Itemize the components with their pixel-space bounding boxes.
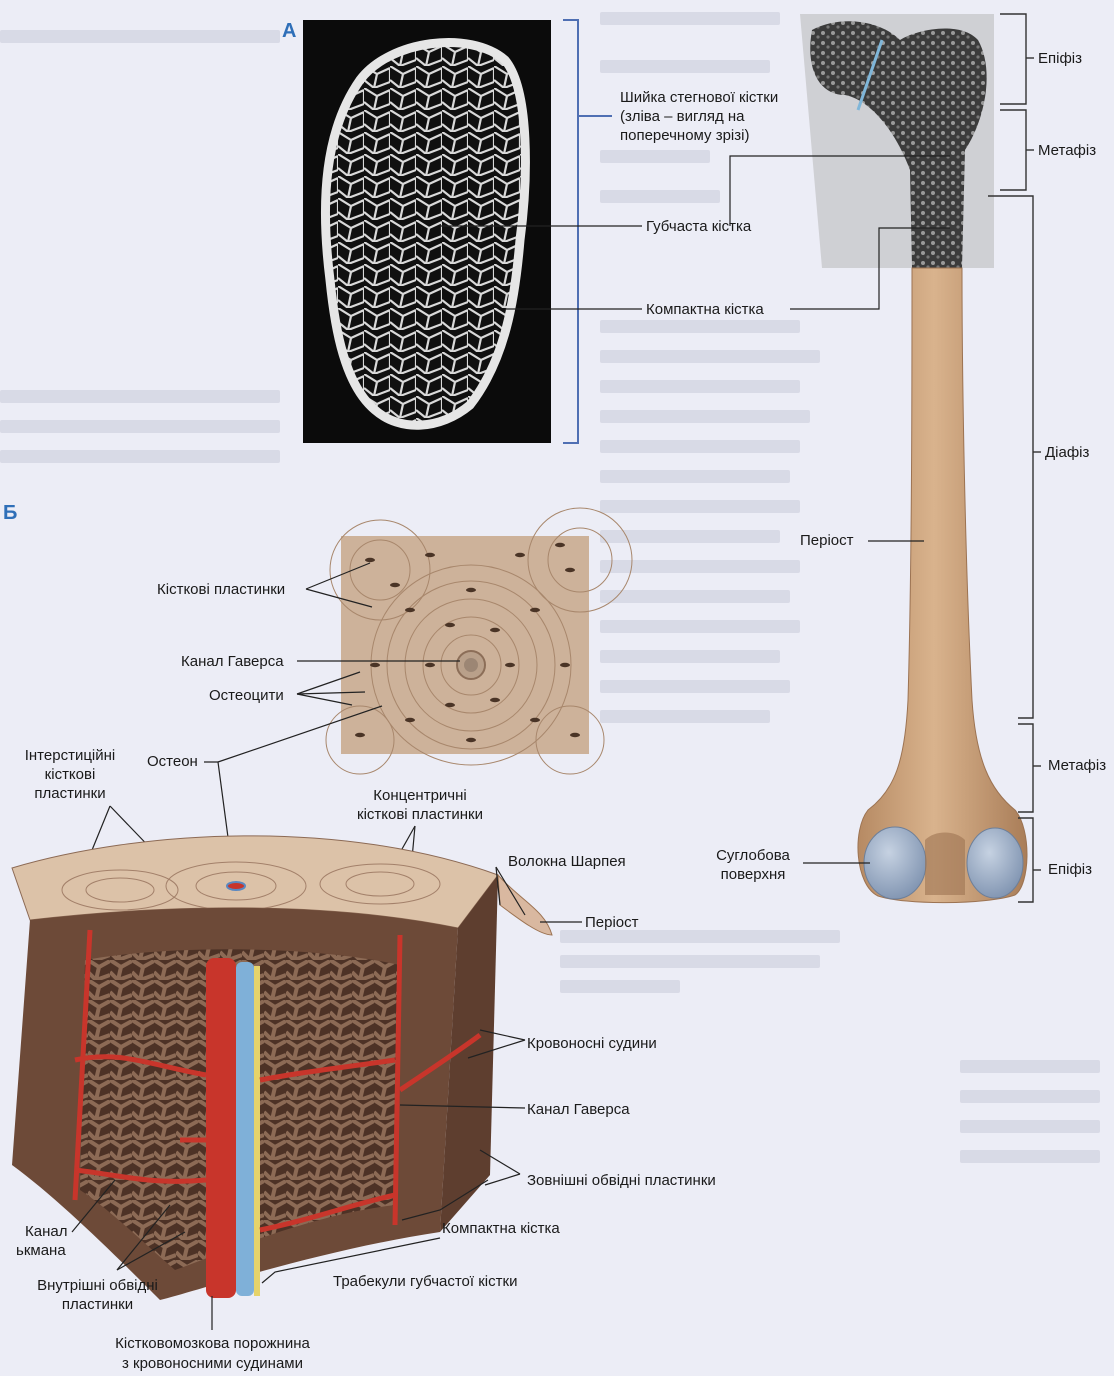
inner-lamellae-line2: пластинки	[20, 1295, 175, 1314]
panel-a-letter: A	[282, 20, 296, 43]
haversian-canal-2-label: Канал Гаверса	[527, 1100, 630, 1119]
outer-lamellae-label: Зовнішні обвідні пластинки	[527, 1171, 716, 1190]
femur-illustration	[800, 14, 1027, 903]
concentric-line2: кісткові пластинки	[335, 805, 505, 824]
volkmann-line1: Канал	[25, 1222, 67, 1241]
marrow-line2: з кровоносними судинами	[90, 1354, 335, 1373]
compact-bone-block-label: Компактна кістка	[442, 1219, 560, 1238]
periosteum-femur-label: Періост	[800, 531, 854, 550]
femoral-neck-cross-section	[303, 20, 551, 443]
metaphysis-top-label: Метафіз	[1038, 141, 1096, 160]
trabeculae-label: Трабекули губчастої кістки	[333, 1272, 517, 1291]
inner-lamellae-line1: Внутрішні обвідні	[20, 1276, 175, 1295]
spongy-bone-label: Губчаста кістка	[646, 217, 751, 236]
epiphysis-bottom-label: Епіфіз	[1048, 860, 1092, 879]
interstitial-line2: кісткові	[10, 765, 130, 784]
concentric-line1: Концентричні	[335, 786, 505, 805]
osteon-label: Остеон	[147, 752, 198, 771]
interstitial-line1: Інтерстиційні	[10, 746, 130, 765]
articular-surface-line2: поверхня	[705, 865, 801, 884]
interstitial-line3: пластинки	[10, 784, 130, 803]
osteon-micro-square	[326, 508, 632, 774]
periosteum-block-label: Періост	[585, 913, 639, 932]
lamellae-label: Кісткові пластинки	[157, 580, 285, 599]
neck-label-line2: (зліва – вигляд на	[620, 107, 745, 126]
articular-surface-line1: Суглобова	[705, 846, 801, 865]
epiphysis-top-label: Епіфіз	[1038, 49, 1082, 68]
sharpey-fibers-label: Волокна Шарпея	[508, 852, 626, 871]
marrow-line1: Кістковомозкова порожнина	[90, 1334, 335, 1353]
blood-vessels-label: Кровоносні судини	[527, 1034, 657, 1053]
neck-label-line1: Шийка стегнової кістки	[620, 88, 778, 107]
osteocytes-label: Остеоцити	[209, 686, 284, 705]
compact-bone-label: Компактна кістка	[646, 300, 764, 319]
neck-label-line3: поперечному зрізі)	[620, 126, 749, 145]
haversian-canal-label: Канал Гаверса	[181, 652, 284, 671]
diaphysis-label: Діафіз	[1045, 443, 1089, 462]
panel-b-letter: Б	[3, 502, 17, 525]
femur-brackets	[988, 14, 1041, 902]
neck-bracket	[563, 20, 578, 443]
metaphysis-bottom-label: Метафіз	[1048, 756, 1106, 775]
volkmann-line2: ькмана	[16, 1241, 66, 1260]
